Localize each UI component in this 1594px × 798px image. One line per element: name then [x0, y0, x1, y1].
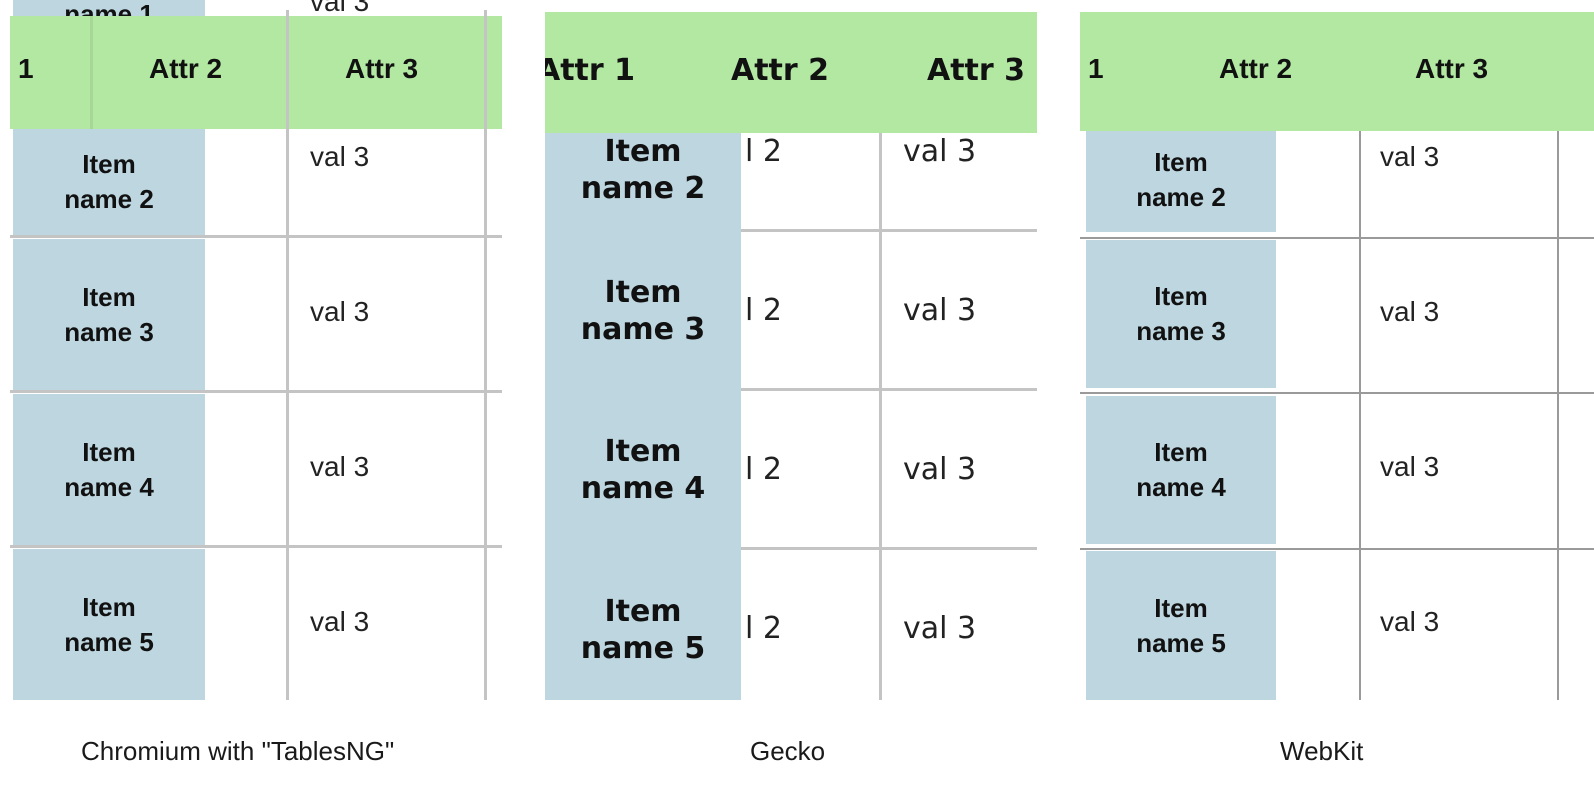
header-column-divider	[286, 16, 289, 129]
header-attr-1: 1	[18, 53, 34, 84]
item-cell: Item name 2	[13, 128, 205, 235]
value-cell: val 3	[1380, 141, 1440, 172]
header-attr-2: Attr 2	[731, 53, 830, 88]
item-cell: Item name 3	[545, 232, 741, 390]
value-cell: val 3	[310, 451, 370, 482]
chromium-table-panel: name 1 val 3 Item name 2 Item name 3 Ite…	[10, 0, 502, 700]
gecko-table-panel: Item name 2 Item name 3 Item name 4 Item…	[545, 0, 1037, 700]
item-label: Item name 5	[580, 594, 706, 666]
row-divider	[10, 235, 502, 238]
item-label: Item name 4	[1136, 437, 1226, 502]
item-label: Item name 3	[1136, 281, 1226, 346]
header-attr-3: Attr 3	[345, 53, 419, 84]
item-label: Item name 2	[580, 134, 706, 206]
item-label: Item name 3	[64, 281, 154, 347]
item-cell: Item name 2	[1086, 128, 1276, 232]
item-label: name 1	[64, 0, 154, 16]
row-divider	[741, 388, 1037, 391]
table-header: 1 Attr 2 Attr 3	[10, 16, 502, 129]
column-divider	[879, 12, 882, 700]
header-attr-3: Attr 3	[927, 53, 1026, 88]
value-cell: val 3	[903, 293, 977, 328]
item-cell: Item name 4	[1086, 396, 1276, 544]
item-cell: Item name 4	[545, 391, 741, 549]
item-cell: Item name 5	[13, 549, 205, 700]
item-label: Item name 3	[580, 275, 706, 347]
row-divider	[1080, 237, 1594, 239]
table-header: 1 Attr 2 Attr 3	[1080, 12, 1594, 131]
value-cell-partial: l 2	[745, 293, 782, 328]
header-attr-1: Attr 1	[545, 53, 636, 88]
column-divider	[484, 10, 487, 700]
value-cell: val 3	[310, 296, 370, 327]
item-label: Item name 4	[64, 436, 154, 502]
row-divider	[741, 229, 1037, 232]
item-label: Item name 2	[64, 148, 154, 214]
header-attr-2: Attr 2	[1219, 53, 1293, 84]
header-column-divider	[484, 16, 487, 129]
item-label: Item name 2	[1136, 147, 1226, 212]
column-divider	[286, 10, 289, 700]
caption-chromium: Chromium with "TablesNG"	[81, 736, 395, 766]
table-header: Attr 1 Attr 2 Attr 3	[545, 12, 1037, 133]
caption-gecko: Gecko	[750, 736, 826, 766]
value-cell-partial: l 2	[745, 134, 782, 169]
value-cell-partial: l 2	[745, 611, 782, 646]
value-cell: val 3	[903, 134, 977, 169]
header-attr-2: Attr 2	[149, 53, 223, 84]
header-attr-3: Attr 3	[1415, 53, 1489, 84]
value-cell: val 3	[1380, 606, 1440, 637]
value-cell: val 3	[1380, 296, 1440, 327]
item-cell: Item name 4	[13, 394, 205, 545]
value-cell: val 3	[903, 452, 977, 487]
header-artifact-line	[90, 16, 93, 129]
value-cell: val 3	[310, 141, 370, 172]
value-cell: val 3	[310, 606, 370, 637]
header-attr-1: 1	[1088, 53, 1104, 84]
value-cell-partial: val 3	[310, 0, 370, 17]
row-divider	[10, 545, 502, 548]
item-label: Item name 5	[64, 591, 154, 657]
value-cell: val 3	[1380, 451, 1440, 482]
item-cell: Item name 3	[13, 239, 205, 390]
item-cell: Item name 5	[1086, 551, 1276, 700]
row-divider	[1080, 548, 1594, 550]
item-cell: Item name 3	[1086, 240, 1276, 388]
value-cell: val 3	[903, 611, 977, 646]
row-divider	[1080, 392, 1594, 394]
row-divider	[741, 547, 1037, 550]
item-label: Item name 5	[1136, 592, 1226, 658]
item-cell: Item name 2	[545, 110, 741, 230]
caption-webkit: WebKit	[1280, 736, 1364, 766]
row-divider	[10, 390, 502, 393]
item-cell-partial: name 1	[13, 0, 205, 16]
column-divider	[1359, 12, 1361, 700]
webkit-table-panel: Item name 2 Item name 3 Item name 4 Item…	[1080, 0, 1594, 700]
item-cell: Item name 5	[545, 551, 741, 700]
value-cell-partial: l 2	[745, 452, 782, 487]
item-label: Item name 4	[580, 434, 706, 506]
column-divider	[1557, 12, 1559, 700]
